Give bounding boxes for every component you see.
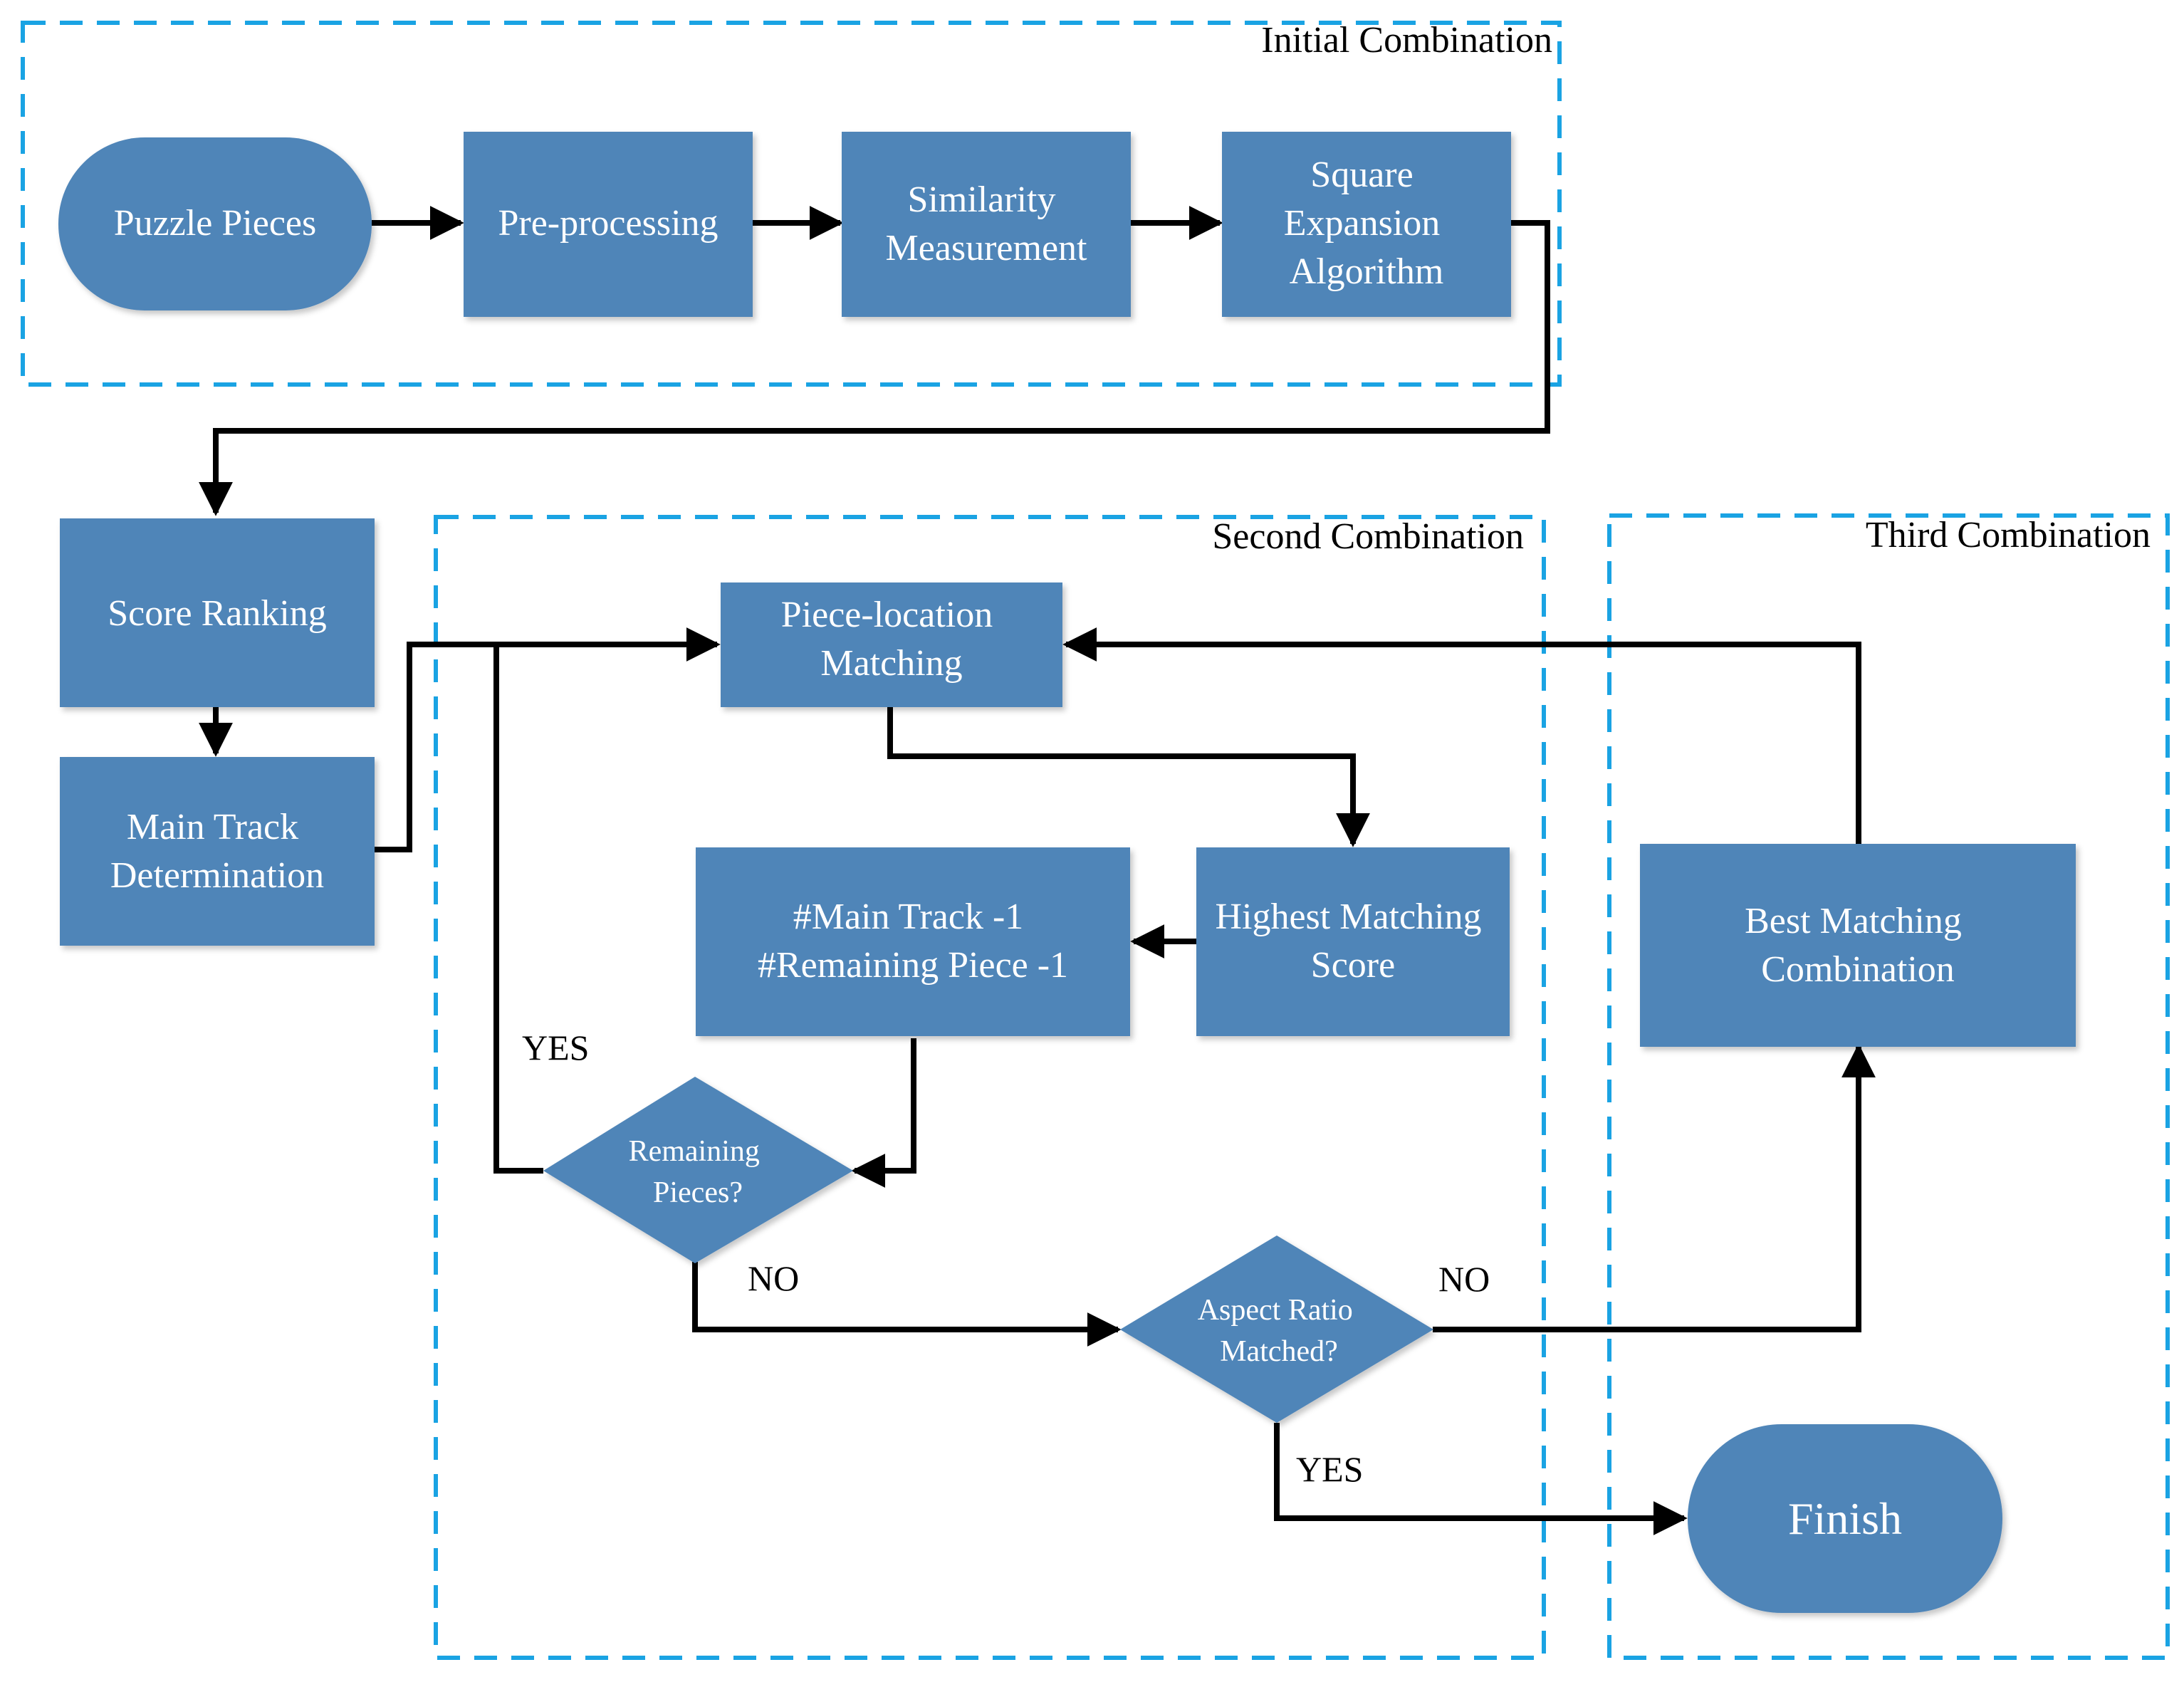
text-remaining-pieces: Remaining Pieces? [629,1135,768,1209]
text-piece-location: Piece-location Matching [781,595,1002,684]
text-best-matching: Best Matching Combination [1745,901,1971,990]
node-score-ranking [60,518,375,707]
node-similarity-measurement [842,132,1131,317]
label-remaining-yes: YES [522,1028,589,1067]
edge-best-to-piece-location [1062,627,1861,844]
node-aspect-ratio [1120,1236,1433,1423]
text-puzzle-pieces: Puzzle Pieces [114,203,316,244]
edge-remaining-no-to-aspect [692,1262,1122,1347]
node-piece-location-matching [721,583,1062,707]
text-score-ranking: Score Ranking [108,593,327,634]
text-decrement: #Main Track -1 #Remaining Piece -1 [758,897,1068,986]
group-second-combination: Second Combination [434,515,1546,1660]
edge-main-track-to-piece-location [372,627,721,852]
edge-remaining-yes-loop [493,644,543,1174]
label-aspect-no: NO [1438,1259,1490,1299]
label-aspect-yes: YES [1296,1449,1363,1489]
label-remaining-no: NO [748,1258,799,1298]
text-similarity: Similarity Measurement [885,179,1087,268]
group-title-second: Second Combination [1212,516,1524,557]
group-title-initial: Initial Combination [1261,20,1552,61]
text-preprocessing: Pre-processing [498,203,718,244]
group-third-combination: Third Combination [1607,513,2170,1660]
text-finish: Finish [1788,1493,1902,1544]
text-main-track: Main Track Determination [110,807,324,896]
edge-piece-location-to-highest [887,707,1370,847]
edge-decrement-to-remaining [851,1038,916,1188]
node-highest-matching-score [1196,847,1510,1036]
edge-aspect-yes-to-finish [1274,1423,1688,1535]
text-square-expansion: Square Expansion Algorithm [1284,155,1450,292]
node-main-track-determination [60,757,375,946]
group-title-third: Third Combination [1866,515,2151,555]
edge-aspect-no-to-best [1433,1043,1876,1332]
node-best-matching [1640,844,2076,1047]
edge-square-to-score-ranking [199,220,1550,516]
text-aspect-ratio: Aspect Ratio Matched? [1198,1294,1361,1368]
edges [199,206,1876,1535]
node-preprocessing [464,132,753,317]
node-square-expansion [1222,132,1511,317]
node-remaining-pieces [543,1077,853,1263]
node-finish [1688,1424,2002,1613]
group-initial-combination: Initial Combination [21,20,1562,387]
node-puzzle-pieces [58,137,372,310]
node-labels: Puzzle Pieces Pre-processing Similarity … [108,155,1971,1544]
text-highest-score: Highest Matching Score [1215,897,1490,986]
node-decrement [696,847,1130,1036]
